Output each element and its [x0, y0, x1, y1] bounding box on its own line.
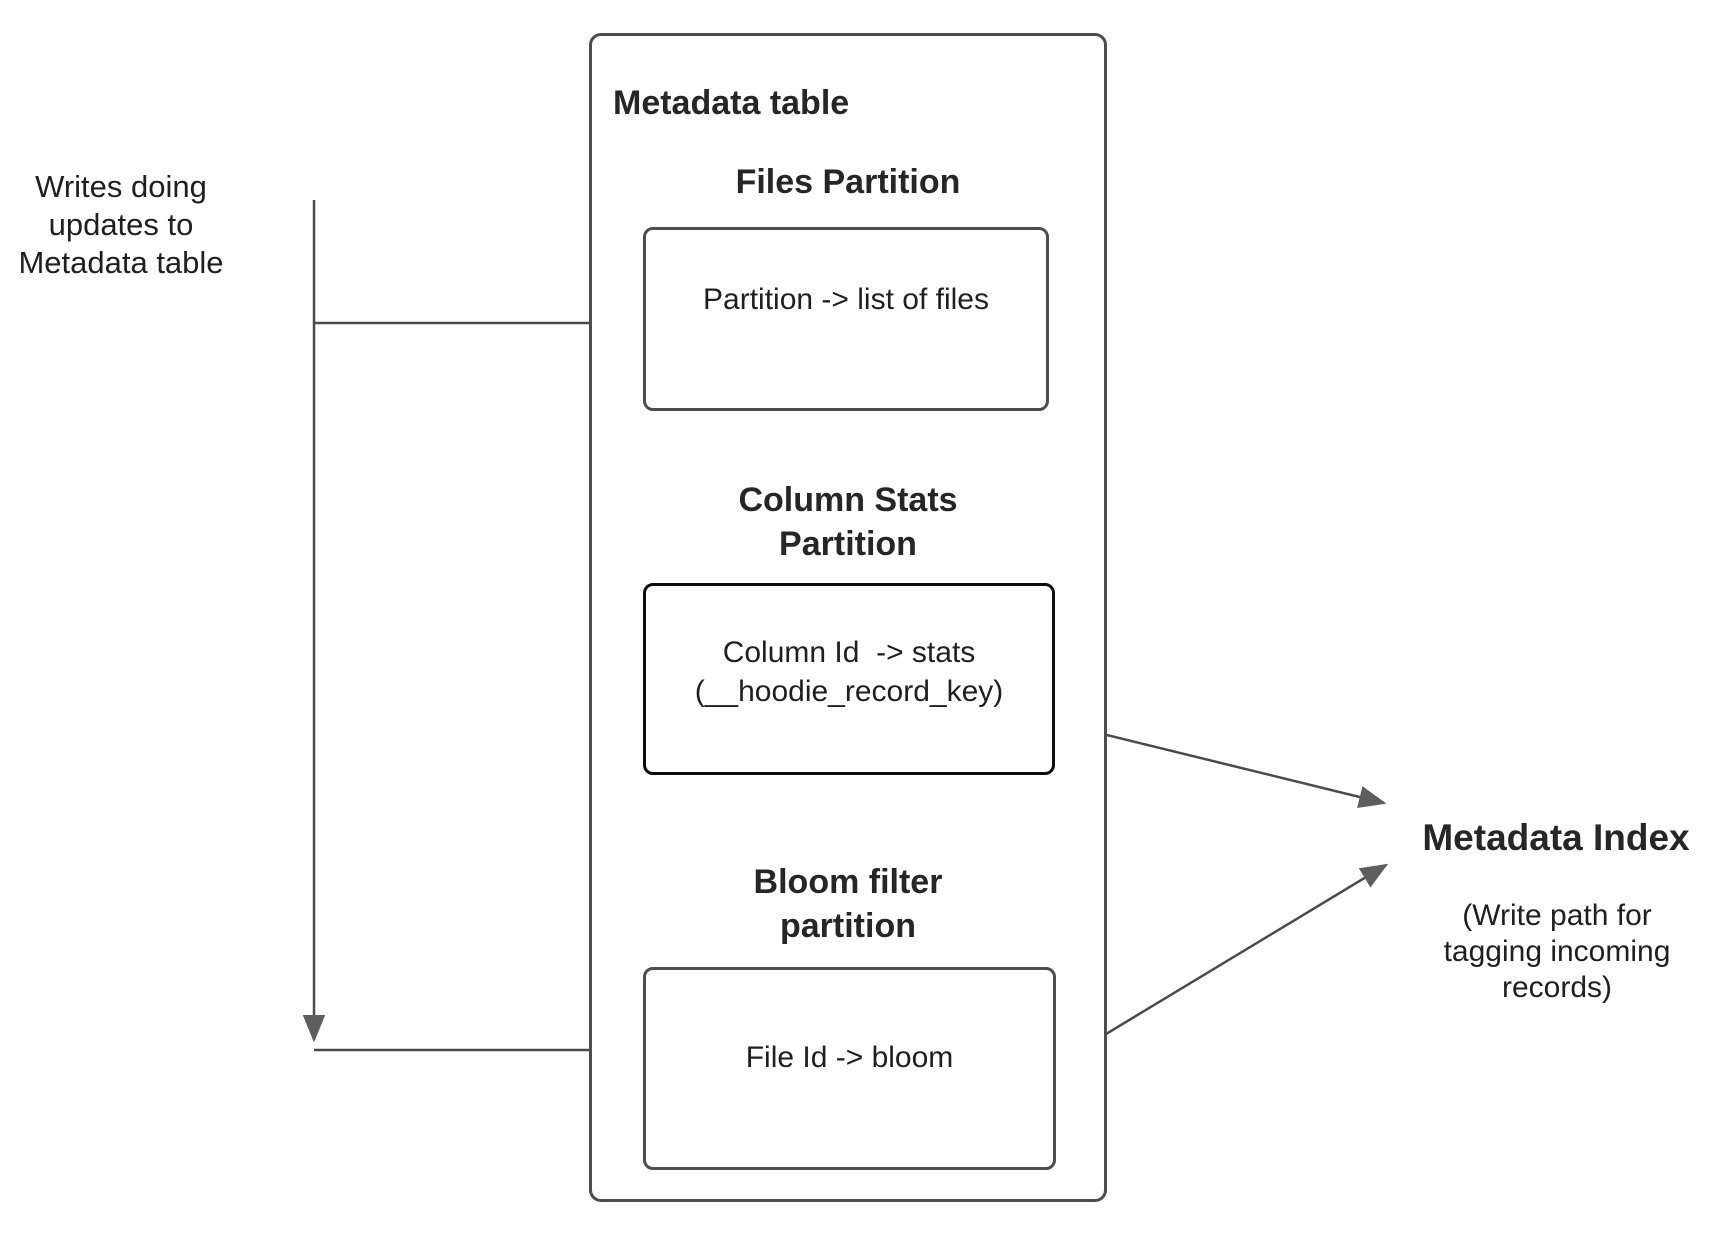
files-partition-mapping: Partition -> list of files [703, 282, 989, 316]
files-partition-heading: Files Partition [735, 163, 961, 201]
bloom-filter-partition-mapping: File Id -> bloom [745, 1041, 954, 1074]
column-stats-partition-heading: Column Stats Partition [738, 481, 958, 563]
column-stats-partition-mapping: Column Id -> stats (__hoodie_record_key) [694, 636, 1004, 708]
column-stats-partition-box: Column Id -> stats (__hoodie_record_key) [643, 583, 1055, 775]
bloom-filter-partition-heading: Bloom filter partition [753, 863, 943, 945]
metadata-index-title: Metadata Index [1422, 817, 1690, 858]
metadata-table-title: Metadata table [613, 84, 850, 122]
bloom-filter-partition-box: File Id -> bloom [643, 967, 1056, 1170]
files-partition-box: Partition -> list of files [643, 227, 1049, 411]
writes-annotation: Writes doing updates to Metadata table [18, 169, 224, 280]
arrow-bloom-to-index [1057, 863, 1389, 1065]
metadata-index-subtitle: (Write path for tagging incoming records… [1443, 899, 1671, 1004]
